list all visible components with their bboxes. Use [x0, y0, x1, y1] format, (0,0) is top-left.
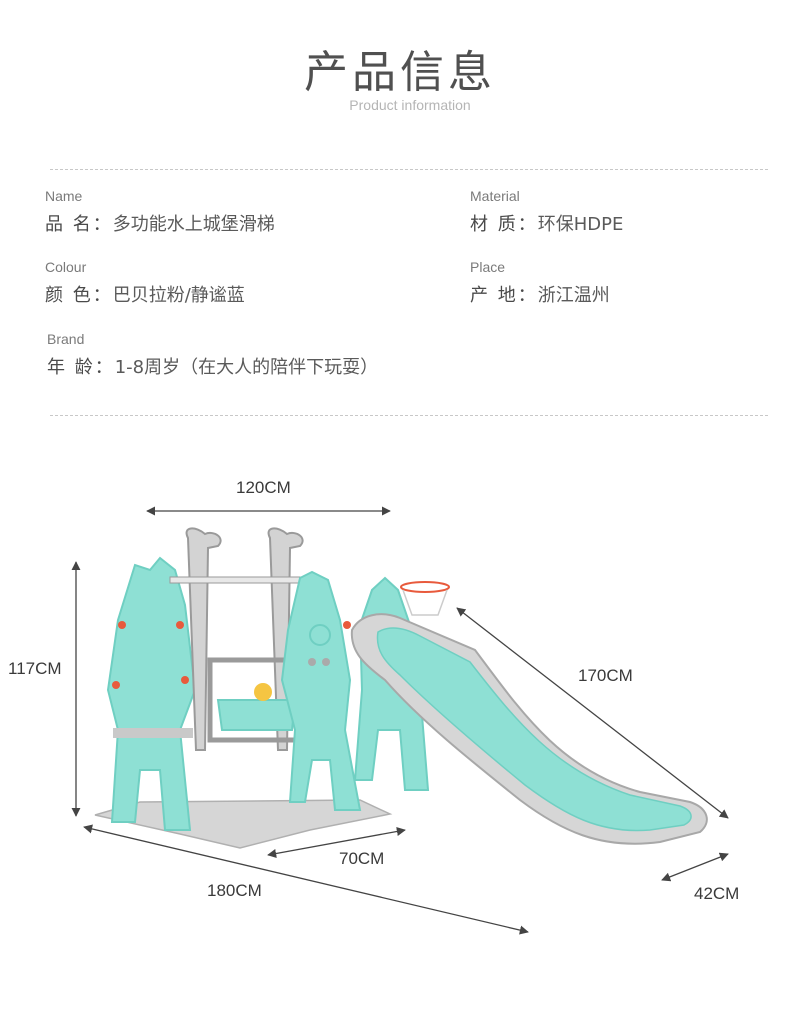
- spec-colour: Colour 颜 色：巴贝拉粉/静谧蓝: [45, 259, 245, 307]
- spec-name-value: 多功能水上城堡滑梯: [112, 214, 275, 235]
- dim-width-top: 120CM: [236, 478, 291, 497]
- spec-material-key: 材 质：: [470, 214, 538, 235]
- spec-brand: Brand 年 龄：1-8周岁（在大人的陪伴下玩耍）: [47, 331, 378, 379]
- spec-place-label-en: Place: [470, 259, 506, 275]
- swing-seat: [216, 699, 297, 731]
- middle-castle-tower: [280, 570, 362, 811]
- spec-colour-label-en: Colour: [45, 259, 87, 275]
- arrow-total-length: [83, 824, 529, 935]
- arrow-slide-length: [456, 607, 729, 819]
- spec-material: Material 材 质：环保HDPE: [470, 188, 623, 236]
- left-castle-tower: [106, 556, 197, 831]
- page-title: 产品信息: [304, 47, 496, 98]
- swing-bar: [169, 576, 301, 584]
- spec-brand-label-en: Brand: [47, 331, 85, 347]
- spec-name-key: 品 名：: [45, 214, 113, 235]
- basketball-hoop: [400, 581, 450, 593]
- spec-name-label-en: Name: [45, 188, 83, 204]
- spec-place-value: 浙江温州: [537, 285, 610, 306]
- spec-name: Name 品 名：多功能水上城堡滑梯: [45, 188, 275, 236]
- dim-base-depth: 70CM: [339, 849, 385, 868]
- giraffe-post-left: [185, 527, 222, 751]
- swing-bear-figure: [254, 683, 272, 701]
- divider-bottom: [50, 415, 768, 416]
- left-tower-ledge: [113, 728, 193, 738]
- spec-colour-key: 颜 色：: [45, 285, 113, 306]
- basketball-net: [402, 589, 448, 616]
- arrow-slide-width: [661, 852, 729, 882]
- dim-slide-length: 170CM: [578, 666, 633, 685]
- dim-total-length: 180CM: [207, 881, 262, 900]
- spec-brand-key: 年 龄：: [47, 357, 115, 378]
- spec-brand-value: 1-8周岁（在大人的陪伴下玩耍）: [114, 357, 379, 378]
- dim-height: 117CM: [8, 659, 62, 678]
- page-subtitle: Product information: [349, 97, 471, 113]
- spec-material-value: 环保HDPE: [537, 214, 624, 235]
- product-dimension-diagram: [71, 506, 729, 935]
- spec-place: Place 产 地：浙江温州: [470, 259, 610, 307]
- spec-place-key: 产 地：: [470, 285, 538, 306]
- divider-top: [50, 169, 768, 170]
- giraffe-post-right: [267, 527, 304, 751]
- slide-surface: [376, 627, 692, 832]
- dim-slide-width: 42CM: [694, 884, 740, 903]
- spec-material-label-en: Material: [470, 188, 520, 204]
- spec-colour-value: 巴贝拉粉/静谧蓝: [112, 285, 245, 306]
